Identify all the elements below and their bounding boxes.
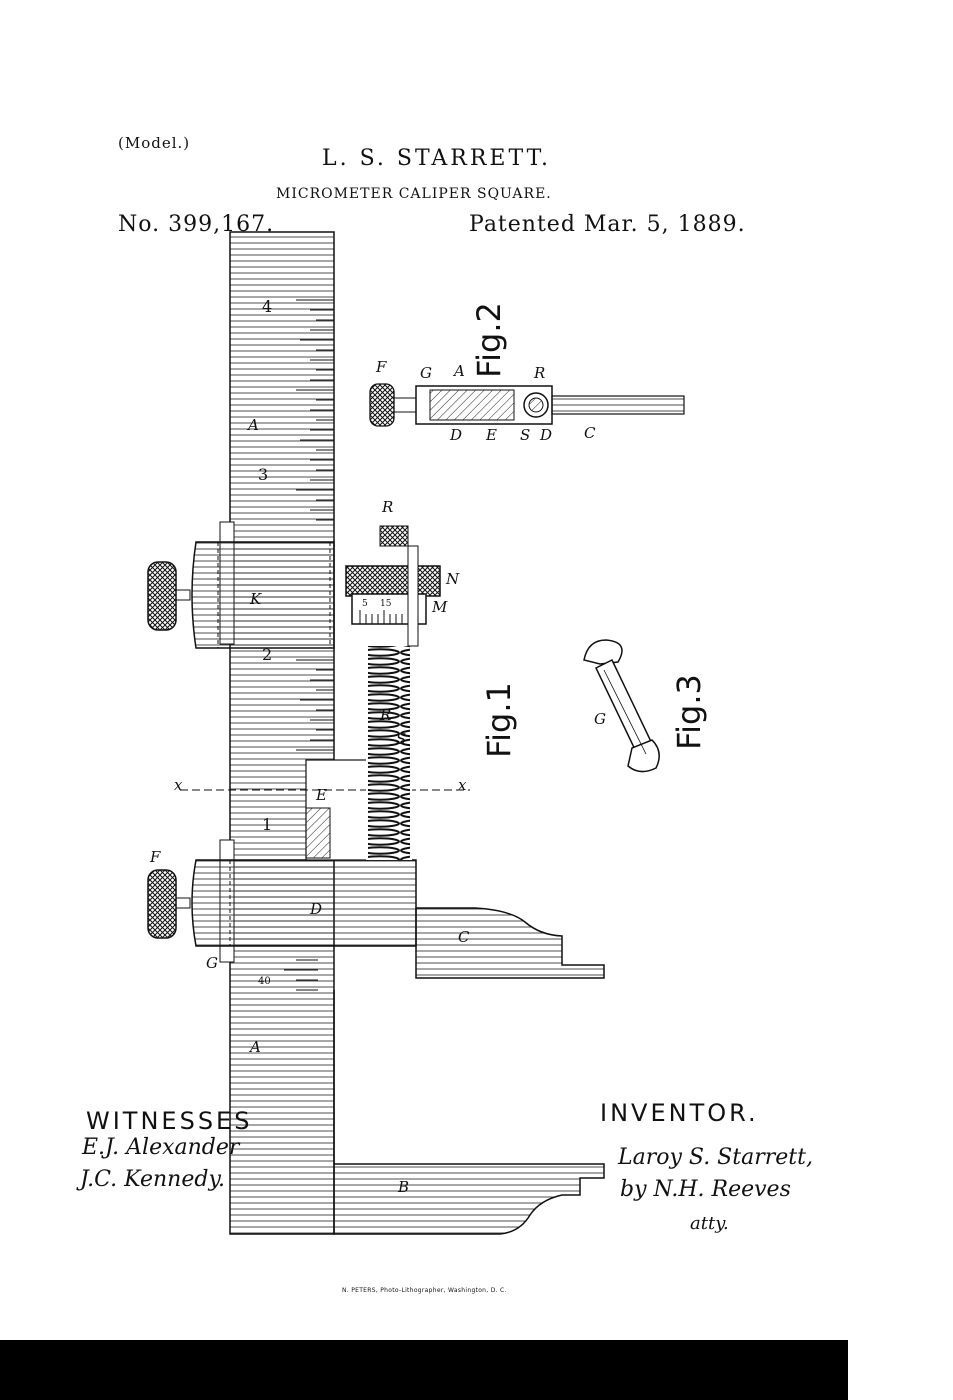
label-A-upper: A: [246, 416, 259, 434]
label-G: G: [206, 954, 218, 972]
jaw-C: [415, 907, 605, 979]
scale-4: 4: [262, 297, 272, 316]
label-R-top: R: [381, 498, 393, 516]
scale-1: 1: [262, 815, 272, 834]
slide-D: [191, 839, 417, 963]
screw-R-head: [379, 525, 409, 547]
label-R-mid: R: [379, 706, 391, 724]
label-fig2-C: C: [584, 424, 596, 442]
inventor-signature: Laroy S. Starrett,: [618, 1145, 813, 1170]
label-fig2-S: S: [520, 426, 530, 444]
label-fig2-E: E: [485, 426, 497, 444]
micrometer-15: 15: [380, 599, 392, 609]
spring-S-icon: [368, 646, 410, 860]
beam-scale-ticks: [284, 299, 334, 991]
inventor-name-header: L. S. STARRETT.: [322, 146, 552, 171]
spindle-housing: [407, 545, 419, 647]
label-fig2-D1: D: [449, 426, 462, 444]
fig2-drawing: [369, 383, 685, 427]
label-fig2-A: A: [452, 362, 465, 380]
label-A-lower: A: [248, 1038, 261, 1056]
witness-signature-1: E.J. Alexander: [82, 1135, 240, 1160]
label-N: N: [445, 570, 460, 588]
label-fig2-D2: D: [539, 426, 552, 444]
fig2-label: Fig.2: [470, 302, 508, 378]
fig1-label: Fig.1: [480, 682, 518, 758]
printer-credit: N. PETERS, Photo-Lithographer, Washingto…: [342, 1287, 507, 1294]
slide-K: [191, 521, 335, 649]
label-fig2-R: R: [533, 364, 545, 382]
label-S: S: [396, 730, 406, 748]
inventor-heading: INVENTOR.: [600, 1099, 759, 1127]
label-fig2-G: G: [420, 364, 432, 382]
attorney-abbrev: atty.: [690, 1213, 729, 1234]
knob-upper-icon: [147, 561, 177, 631]
witnesses-heading: WITNESSES: [86, 1107, 253, 1135]
label-x-left: x: [174, 776, 183, 794]
label-fig2-F: F: [375, 358, 387, 376]
micrometer-5: 5: [362, 599, 368, 609]
label-K: K: [249, 590, 262, 608]
micrometer-N: [345, 565, 441, 597]
model-label: (Model.): [118, 134, 191, 152]
label-F-mid: F: [149, 848, 161, 866]
scan-edge-bar: [0, 1340, 848, 1400]
label-C: C: [458, 928, 470, 946]
scale-40: 40: [258, 976, 271, 987]
invention-title: MICROMETER CALIPER SQUARE.: [276, 186, 552, 202]
witness-signature-2: J.C. Kennedy.: [80, 1167, 225, 1192]
label-M: M: [431, 598, 448, 616]
scale-2: 2: [262, 645, 272, 664]
patent-date: Patented Mar. 5, 1889.: [469, 212, 746, 237]
beam-A: [229, 231, 335, 1235]
fig3-label: Fig.3: [670, 674, 708, 750]
section-E-cut: [305, 807, 331, 859]
fig3-key-G: [583, 639, 660, 773]
scale-3: 3: [258, 465, 268, 484]
attorney-signature: by N.H. Reeves: [620, 1177, 791, 1202]
label-B: B: [397, 1178, 409, 1196]
head-B: [333, 990, 605, 1235]
knob-lower-icon: [147, 869, 177, 939]
label-fig3-G: G: [594, 710, 606, 728]
label-E: E: [315, 786, 327, 804]
label-x-right: x: [458, 776, 467, 794]
label-D: D: [309, 900, 322, 918]
